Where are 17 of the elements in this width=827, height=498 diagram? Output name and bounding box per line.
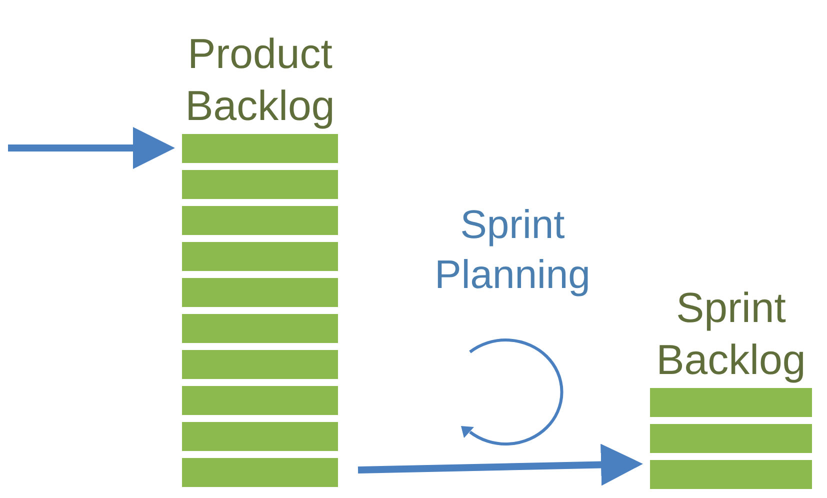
stack-heading: Sprint Backlog [655, 283, 807, 385]
stack-heading: Product Backlog [184, 29, 336, 131]
backlog-item-bar [182, 134, 338, 163]
backlog-item-bar [182, 350, 338, 379]
backlog-item-bar [182, 170, 338, 199]
backlog-item-bar [182, 422, 338, 451]
backlog-item-bar [182, 242, 338, 271]
backlog-item-bar [650, 460, 812, 489]
backlog-item-bar [182, 458, 338, 487]
step-label: Sprint Planning [434, 202, 592, 299]
backlog-item-bar [182, 386, 338, 415]
arrow [8, 127, 175, 169]
backlog-item-bar [650, 388, 812, 417]
backlog-item-bar [650, 424, 812, 453]
backlog-item-bar [182, 206, 338, 235]
backlog-item-bar [182, 278, 338, 307]
backlog-item-bar [182, 314, 338, 343]
